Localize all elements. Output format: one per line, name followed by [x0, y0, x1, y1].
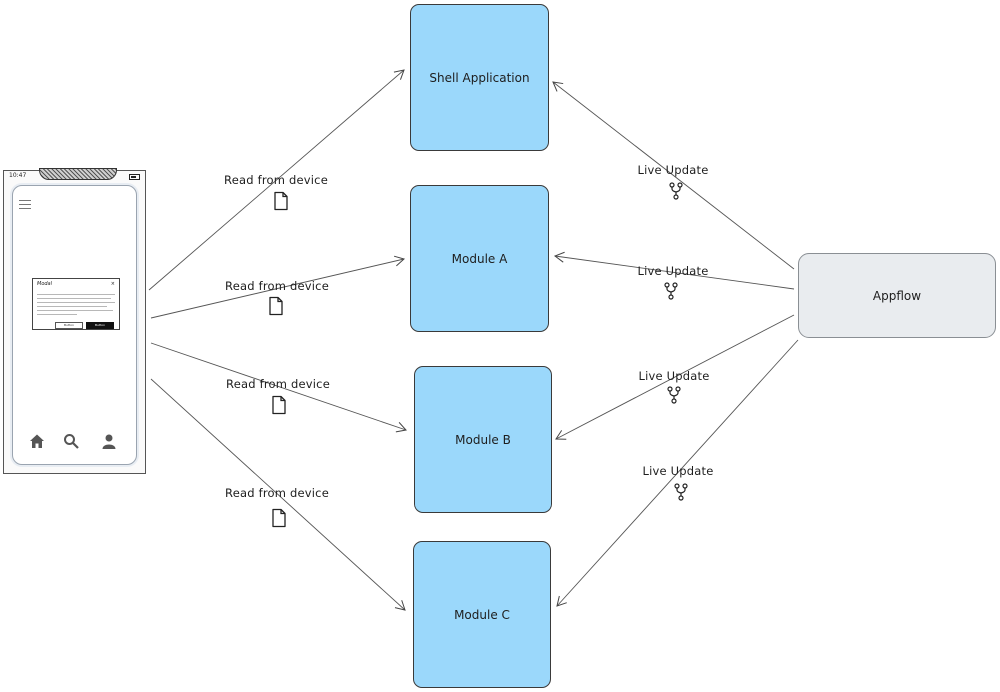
branch-icon — [674, 483, 688, 501]
hamburger-menu-icon[interactable] — [19, 200, 31, 212]
shell-application-label: Shell Application — [429, 70, 530, 85]
modal-text-line — [37, 298, 111, 299]
update-label-module-a: Live Update — [637, 264, 709, 278]
read-label-module-b: Read from device — [226, 377, 330, 391]
appflow-node[interactable]: Appflow — [798, 253, 996, 338]
update-arrow-module-a — [553, 251, 795, 290]
module-a-node[interactable]: Module A — [410, 185, 549, 332]
file-icon — [274, 191, 288, 211]
modal-title: Modal — [37, 281, 52, 287]
module-c-node[interactable]: Module C — [413, 541, 551, 688]
modal-text-line — [37, 306, 107, 307]
file-icon — [272, 395, 286, 415]
read-arrow-module-c — [150, 378, 406, 611]
update-label-module-c: Live Update — [642, 464, 714, 478]
home-icon[interactable] — [29, 433, 45, 449]
update-label-shell: Live Update — [637, 163, 709, 177]
modal-text-line — [37, 310, 113, 311]
appflow-label: Appflow — [872, 288, 922, 303]
branch-icon — [669, 182, 683, 200]
modal-secondary-button[interactable]: Button — [55, 322, 83, 329]
update-arrow-module-c — [556, 339, 799, 607]
module-a-label: Module A — [451, 251, 508, 266]
close-icon[interactable]: × — [110, 281, 115, 287]
read-label-module-c: Read from device — [225, 486, 329, 500]
modal-dialog: Modal × Button Button — [32, 278, 120, 330]
battery-icon — [129, 174, 140, 180]
module-c-label: Module C — [454, 607, 510, 622]
phone-screen: Modal × Button Button — [12, 185, 137, 465]
module-b-node[interactable]: Module B — [414, 366, 552, 513]
update-arrow-module-b — [555, 314, 795, 440]
phone-notch — [39, 168, 117, 180]
modal-primary-button[interactable]: Button — [86, 322, 114, 329]
search-icon[interactable] — [63, 433, 79, 449]
read-label-module-a: Read from device — [225, 279, 329, 293]
user-icon[interactable] — [101, 433, 117, 449]
branch-icon — [667, 386, 681, 404]
module-b-label: Module B — [455, 432, 511, 447]
read-label-shell: Read from device — [224, 173, 328, 187]
update-arrow-shell — [552, 81, 795, 270]
read-arrow-module-b — [150, 342, 407, 433]
modal-text-line — [37, 302, 115, 303]
modal-text-line — [37, 294, 115, 295]
update-label-module-b: Live Update — [638, 369, 710, 383]
read-arrow-shell — [148, 69, 405, 291]
shell-application-node[interactable]: Shell Application — [410, 4, 549, 151]
branch-icon — [664, 282, 678, 300]
file-icon — [269, 296, 283, 316]
phone-time: 10:47 — [9, 172, 27, 179]
modal-text-line — [37, 314, 77, 315]
file-icon — [272, 508, 286, 528]
phone-wireframe: 10:47 Modal × Button Button — [3, 168, 146, 474]
read-arrow-module-a — [150, 255, 406, 319]
